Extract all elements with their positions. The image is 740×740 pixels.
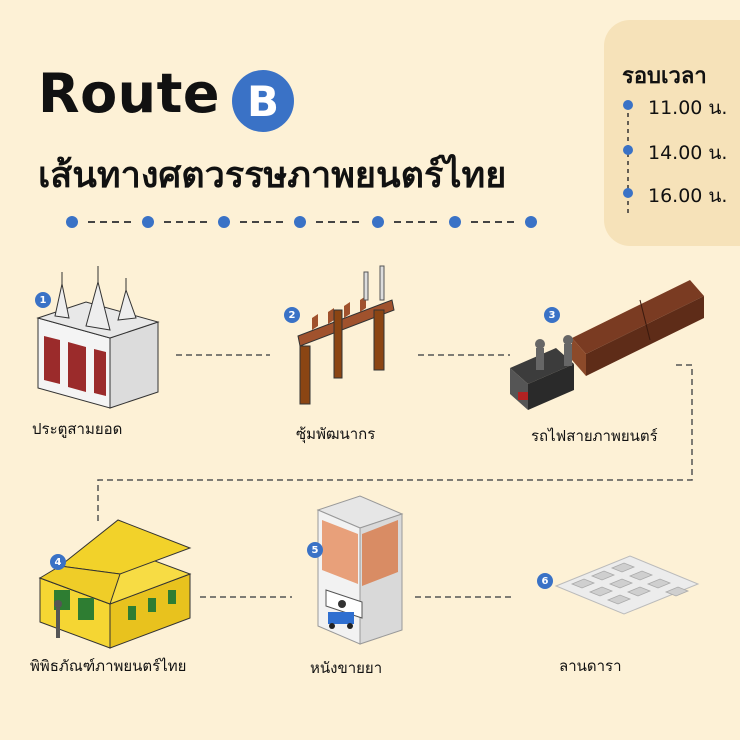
schedule-time-2: 14.00 น. [648, 142, 728, 164]
schedule-timeline [623, 100, 633, 213]
schedule-time-1: 11.00 น. [648, 97, 728, 119]
stop-6-number: 6 [537, 573, 553, 589]
route-subtitle: เส้นทางศตวรรษภาพยนตร์ไทย [38, 155, 507, 196]
stop-1-number: 1 [35, 292, 51, 308]
stop-4-name: พิพิธภัณฑ์ภาพยนตร์ไทย [30, 657, 187, 675]
route-title: Route [38, 62, 221, 125]
stop-1-name: ประตูสามยอด [32, 420, 123, 438]
stop-3-number: 3 [544, 307, 560, 323]
schedule-panel: รอบเวลา 11.00 น. 14.00 น. 16.00 น. [604, 20, 740, 246]
route-letter-badge: B [232, 70, 294, 132]
schedule-time-3: 16.00 น. [648, 185, 728, 207]
stop-4-number: 4 [50, 554, 66, 570]
stop-3-name: รถไฟสายภาพยนตร์ [531, 427, 658, 445]
stop-5-name: หนังขายยา [310, 659, 383, 677]
schedule-title: รอบเวลา [622, 64, 707, 89]
stop-5-number: 5 [307, 542, 323, 558]
stop-6-name: ลานดารา [559, 657, 622, 675]
stop-2-name: ซุ้มพัฒนากร [296, 425, 376, 443]
stop-2-number: 2 [284, 307, 300, 323]
